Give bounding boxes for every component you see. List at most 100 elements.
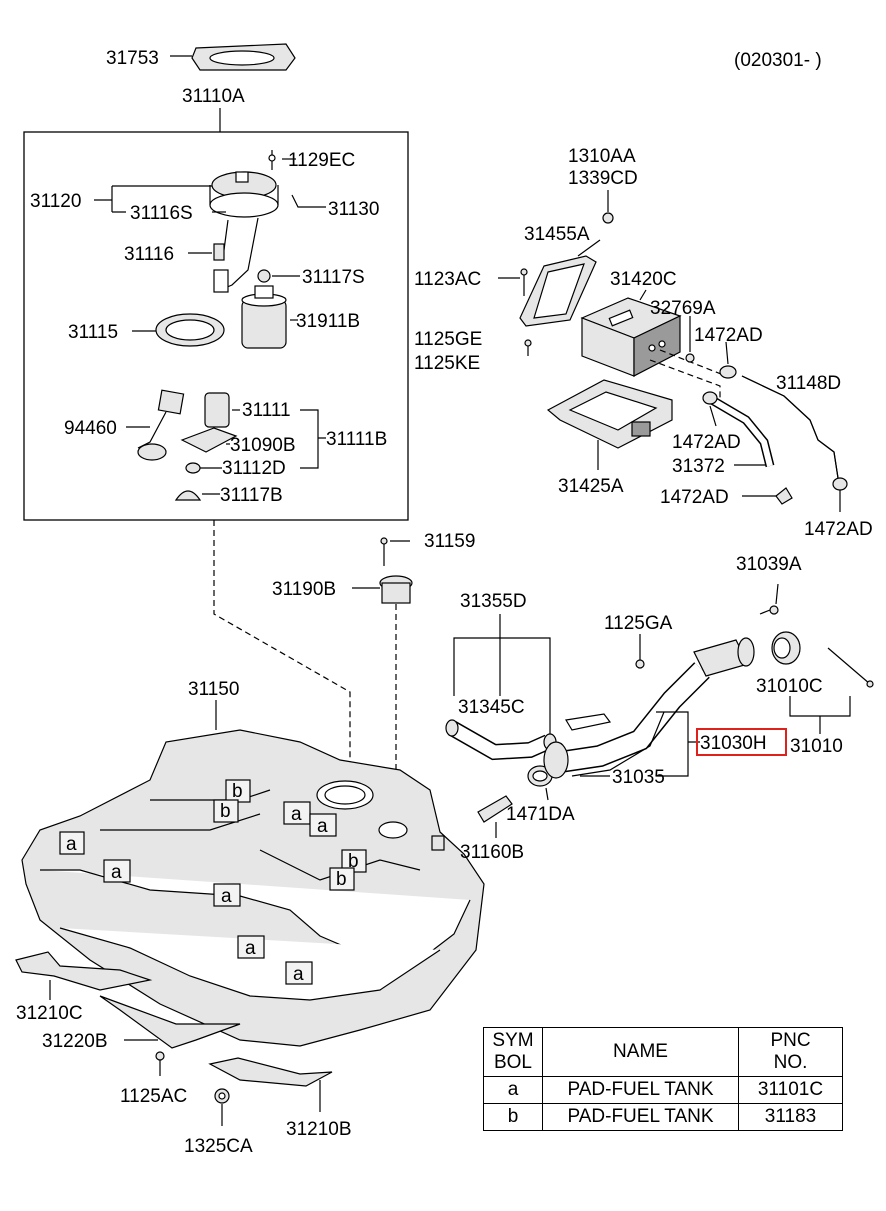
- label-31455A: 31455A: [524, 224, 590, 245]
- label-31345C: 31345C: [458, 697, 525, 718]
- label-1125KE: 1125KE: [414, 353, 480, 374]
- part-31159-bolt: [380, 537, 410, 566]
- pad-mark: b: [336, 869, 347, 890]
- legend-header-sym-line2: BOL: [493, 1052, 533, 1073]
- part-31372-hose: [709, 396, 775, 468]
- label-1472AD-b: 1472AD: [672, 432, 741, 453]
- label-1471DA: 1471DA: [506, 804, 575, 825]
- part-31117S-nut: [257, 269, 300, 283]
- part-31117B-grommet: [174, 490, 220, 501]
- label-1125AC: 1125AC: [120, 1086, 187, 1107]
- label-1125GE: 1125GE: [414, 329, 482, 350]
- label-31035: 31035: [612, 767, 665, 788]
- part-31911B-filter: [241, 285, 298, 349]
- pad-mark: a: [66, 834, 77, 855]
- label-31159: 31159: [424, 531, 475, 552]
- part-31190B-grommet: [352, 575, 413, 604]
- part-31148D-hose: [741, 375, 839, 479]
- label-1472AD-c: 1472AD: [660, 487, 729, 508]
- part-31210B-band: [208, 1057, 333, 1112]
- part-31210C-band: [15, 951, 153, 1000]
- pad-mark: a: [317, 816, 328, 837]
- legend-header-sym: SYM BOL: [483, 1027, 543, 1077]
- pad-mark: a: [291, 804, 302, 825]
- label-31110A: 31110A: [182, 86, 245, 107]
- part-31120-pump-flange: [209, 150, 326, 293]
- label-31111B: 31111B: [326, 429, 387, 450]
- legend-row: b PAD-FUEL TANK 31183: [483, 1103, 843, 1131]
- label-31115: 31115: [68, 322, 118, 343]
- pad-b: [329, 867, 355, 891]
- label-1472AD-a: 1472AD: [694, 325, 763, 346]
- legend-header-pnc-line1: PNC: [770, 1030, 811, 1051]
- label-31160B: 31160B: [460, 842, 524, 863]
- pad-mark: b: [220, 801, 231, 822]
- part-31455A-bracket: [519, 239, 601, 327]
- pad-a: [285, 961, 313, 985]
- label-1325CA: 1325CA: [184, 1136, 253, 1157]
- label-94460: 94460: [64, 418, 117, 439]
- label-31210B: 31210B: [286, 1119, 352, 1140]
- pad-a: [309, 813, 337, 837]
- part-1125AC-bolt: [155, 1051, 165, 1076]
- label-31355D: 31355D: [460, 591, 527, 612]
- label-1123AC: 1123AC: [414, 269, 481, 290]
- label-31220B: 31220B: [42, 1031, 108, 1052]
- label-31120: 31120: [30, 191, 81, 212]
- part-31111-pump: [180, 392, 240, 453]
- part-1472AD-clamp-c: [775, 487, 793, 505]
- pad-a: [103, 859, 131, 883]
- part-tether: [827, 647, 874, 688]
- legend-header-name: NAME: [542, 1027, 739, 1077]
- label-1129EC: 1129EC: [288, 150, 355, 171]
- legend-name: PAD-FUEL TANK: [542, 1103, 739, 1131]
- legend-sym: b: [483, 1103, 543, 1131]
- part-31010C-cap: [771, 631, 801, 665]
- part-31160B-pipe: [477, 795, 513, 838]
- pad-a: [213, 883, 241, 907]
- legend-header-pnc: PNC NO.: [738, 1027, 843, 1077]
- part-32769A-clip: [685, 353, 695, 363]
- part-31112D-clip: [185, 462, 222, 474]
- label-31117S: 31117S: [302, 267, 365, 288]
- part-1472AD-clamp-a: [719, 365, 737, 379]
- part-94460-sender: [126, 389, 185, 461]
- part-31425A-bracket: [546, 379, 673, 470]
- label-31117B: 31117B: [220, 485, 283, 506]
- part-31220B-bracket: [99, 995, 241, 1049]
- part-1310AA-bolt: [602, 212, 614, 224]
- label-31116S: 31116S: [130, 203, 193, 224]
- pad-mark: a: [293, 964, 304, 985]
- part-31115-gasket: [132, 313, 225, 347]
- part-1123AC-bolt: [498, 268, 528, 296]
- label-1472AD-d: 1472AD: [804, 519, 873, 540]
- pad-mark: a: [221, 886, 232, 907]
- pad-mark: a: [245, 938, 256, 959]
- label-31130: 31130: [328, 199, 379, 220]
- label-31039A: 31039A: [736, 554, 802, 575]
- part-1325CA-nut: [214, 1088, 230, 1126]
- symbol-legend-table: SYM BOL NAME PNC NO. a PAD-FUEL TANK 311…: [483, 1027, 843, 1131]
- label-31372: 31372: [672, 456, 725, 477]
- label-1125GA: 1125GA: [604, 613, 673, 634]
- highlight-box-31030H: [696, 728, 787, 756]
- label-31090B: 31090B: [230, 435, 296, 456]
- legend-header-sym-line1: SYM: [492, 1030, 534, 1051]
- part-31345C-hose: [445, 719, 557, 761]
- dashed-link-module-to-tank: [213, 520, 351, 790]
- pad-mark: b: [232, 781, 243, 802]
- pad-mark: a: [111, 862, 122, 883]
- pad-a: [59, 831, 85, 855]
- pad-a: [283, 801, 311, 825]
- legend-pnc: 31183: [738, 1103, 843, 1131]
- legend-header-pnc-line2: NO.: [773, 1052, 808, 1073]
- label-31150: 31150: [188, 679, 239, 700]
- label-1339CD: 1339CD: [568, 168, 638, 189]
- pad-a: [237, 935, 265, 959]
- part-31753-gasket: [170, 43, 296, 71]
- label-31190B: 31190B: [272, 579, 336, 600]
- label-31010C: 31010C: [756, 676, 823, 697]
- part-1472AD-clamp-d: [832, 477, 848, 491]
- label-31116: 31116: [124, 244, 174, 265]
